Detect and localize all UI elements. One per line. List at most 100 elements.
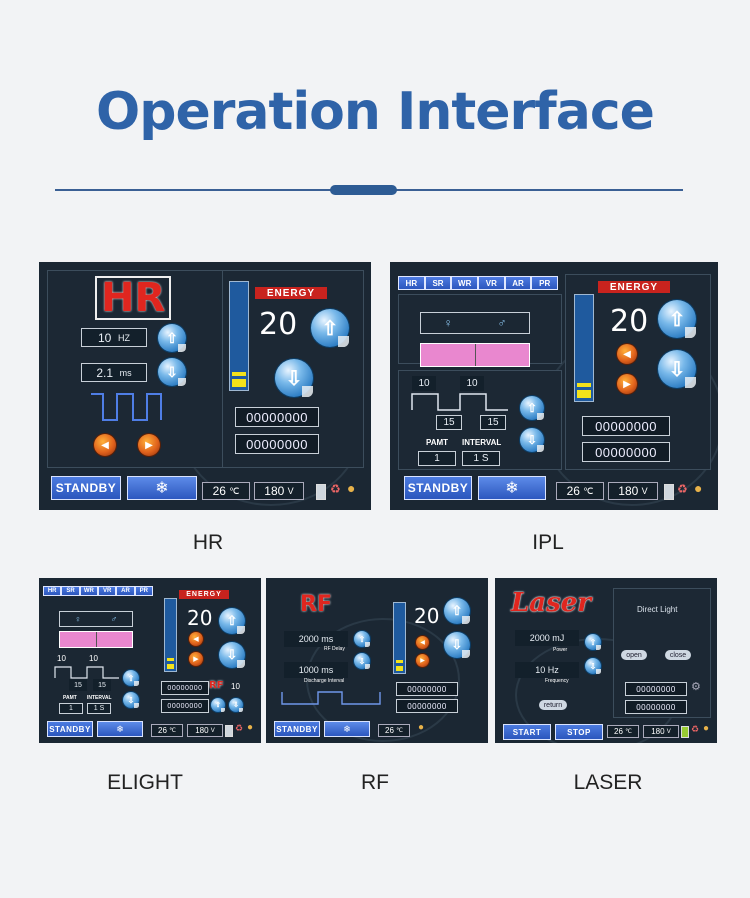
delay-left-field[interactable]: 15 <box>69 679 87 691</box>
delay-left-field[interactable]: 15 <box>436 415 462 430</box>
discharge-field[interactable]: 1000 ms <box>284 662 348 678</box>
tab-vr[interactable]: VR <box>478 276 505 290</box>
elight-rf-logo: RF <box>209 680 224 691</box>
return-button[interactable]: return <box>539 700 567 710</box>
voltage-value: 180 <box>264 484 285 498</box>
energy-up-button[interactable]: ⇧ <box>444 598 470 624</box>
elight-param-down-button[interactable]: ⇩ <box>123 692 139 708</box>
ipl-mode-right-button[interactable]: ▶ <box>617 374 637 394</box>
gender-selector[interactable]: ♀ ♂ <box>420 312 530 334</box>
temperature-unit: ℃ <box>583 485 594 496</box>
recycle-icon: ♻ <box>235 723 244 733</box>
temperature-unit: ℃ <box>396 728 403 734</box>
cooling-button[interactable]: ❄ <box>127 476 197 500</box>
open-button[interactable]: open <box>621 650 647 660</box>
gear-icon[interactable]: ⚙ <box>691 681 701 693</box>
tab-wr[interactable]: WR <box>451 276 479 290</box>
gender-selector[interactable]: ♀ ♂ <box>59 611 133 627</box>
energy-up-button[interactable]: ⇧ <box>219 608 245 634</box>
energy-value: 20 <box>414 604 440 628</box>
pulse-width-down-button[interactable]: ⇩ <box>158 358 187 387</box>
standby-button[interactable]: STANDBY <box>274 721 320 737</box>
hr-mode-right-button[interactable]: ▶ <box>138 434 160 456</box>
energy-down-button[interactable]: ⇩ <box>658 350 696 388</box>
lamp-icon: ● <box>418 722 425 733</box>
title-divider-accent <box>330 185 397 195</box>
male-icon: ♂ <box>497 316 507 330</box>
hr-mode-left-button[interactable]: ◀ <box>94 434 116 456</box>
shot-counter-2: 00000000 <box>235 434 319 454</box>
elight-rf-down-button[interactable]: ⇩ <box>229 698 243 712</box>
ipl-param-down-button[interactable]: ⇩ <box>520 428 544 452</box>
caption-ipl: IPL <box>532 531 564 554</box>
tab-sr[interactable]: SR <box>61 586 80 596</box>
energy-down-button[interactable]: ⇩ <box>444 632 470 658</box>
temperature-value: 26 <box>614 727 623 736</box>
delay-right-field[interactable]: 15 <box>480 415 506 430</box>
lamp-icon: ● <box>247 722 254 733</box>
delay-right-field[interactable]: 15 <box>93 679 111 691</box>
power-up-button[interactable]: ⇧ <box>585 634 601 650</box>
rf-delay-field[interactable]: 2000 ms <box>284 631 348 647</box>
shot-counter-2: 00000000 <box>625 700 687 714</box>
energy-down-button[interactable]: ⇩ <box>219 642 245 668</box>
tab-pr[interactable]: PR <box>531 276 559 290</box>
cooling-button[interactable]: ❄ <box>97 721 143 737</box>
pulse-left-field[interactable]: 10 <box>412 376 436 391</box>
voltage-value: 180 <box>195 726 209 735</box>
pulse-right-field[interactable]: 10 <box>89 654 98 663</box>
stop-button[interactable]: STOP <box>555 724 603 740</box>
tab-vr[interactable]: VR <box>97 586 117 596</box>
energy-level-bar <box>393 602 406 674</box>
pulse-width-unit: ms <box>119 367 132 378</box>
temperature-display: 26 ℃ <box>556 482 604 500</box>
tab-wr[interactable]: WR <box>79 586 98 596</box>
pulse-width-field[interactable]: 2.1 ms <box>81 363 147 382</box>
water-tank-icon <box>316 484 326 500</box>
elight-param-up-button[interactable]: ⇧ <box>123 670 139 686</box>
pamt-field[interactable]: 1 <box>59 703 83 714</box>
energy-level-bar <box>574 294 594 402</box>
tab-sr[interactable]: SR <box>424 276 452 290</box>
start-button[interactable]: START <box>503 724 551 740</box>
ipl-param-up-button[interactable]: ⇧ <box>520 396 544 420</box>
energy-up-button[interactable]: ⇧ <box>311 309 349 347</box>
elight-mode-right-button[interactable]: ▶ <box>189 652 203 666</box>
frequency-field[interactable]: 10 Hz <box>515 662 579 678</box>
energy-value: 20 <box>259 307 298 342</box>
interval-field[interactable]: 1 S <box>462 451 500 466</box>
pulse-left-field[interactable]: 10 <box>57 654 66 663</box>
interval-field[interactable]: 1 S <box>87 703 111 714</box>
ipl-mode-left-button[interactable]: ◀ <box>617 344 637 364</box>
male-icon: ♂ <box>110 614 118 624</box>
rf-delay-down-button[interactable]: ⇩ <box>354 653 370 669</box>
standby-button[interactable]: STANDBY <box>51 476 121 500</box>
energy-up-button[interactable]: ⇧ <box>658 300 696 338</box>
rf-mode-left-button[interactable]: ◀ <box>416 636 429 649</box>
frequency-down-button[interactable]: ⇩ <box>585 658 601 674</box>
frequency-up-button[interactable]: ⇧ <box>158 324 187 353</box>
energy-down-button[interactable]: ⇩ <box>275 359 313 397</box>
tab-hr[interactable]: HR <box>43 586 62 596</box>
cooling-button[interactable]: ❄ <box>324 721 370 737</box>
rf-delay-up-button[interactable]: ⇧ <box>354 631 370 647</box>
tab-hr[interactable]: HR <box>398 276 425 290</box>
tab-ar[interactable]: AR <box>116 586 135 596</box>
shot-counter-1: 00000000 <box>625 682 687 696</box>
power-field[interactable]: 2000 mJ <box>515 630 579 646</box>
elight-mode-left-button[interactable]: ◀ <box>189 632 203 646</box>
tab-pr[interactable]: PR <box>134 586 153 596</box>
rf-mode-right-button[interactable]: ▶ <box>416 654 429 667</box>
cooling-button[interactable]: ❄ <box>478 476 546 500</box>
page-title: Operation Interface <box>96 82 655 142</box>
close-button[interactable]: close <box>665 650 691 660</box>
standby-button[interactable]: STANDBY <box>404 476 472 500</box>
standby-button[interactable]: STANDBY <box>47 721 93 737</box>
pulse-right-field[interactable]: 10 <box>460 376 484 391</box>
frequency-field[interactable]: 10 HZ <box>81 328 147 347</box>
pamt-field[interactable]: 1 <box>418 451 456 466</box>
tab-ar[interactable]: AR <box>504 276 532 290</box>
elight-rf-up-button[interactable]: ⇧ <box>211 698 225 712</box>
water-tank-icon <box>664 484 674 500</box>
rf-delay-label: RF Delay <box>324 646 345 652</box>
